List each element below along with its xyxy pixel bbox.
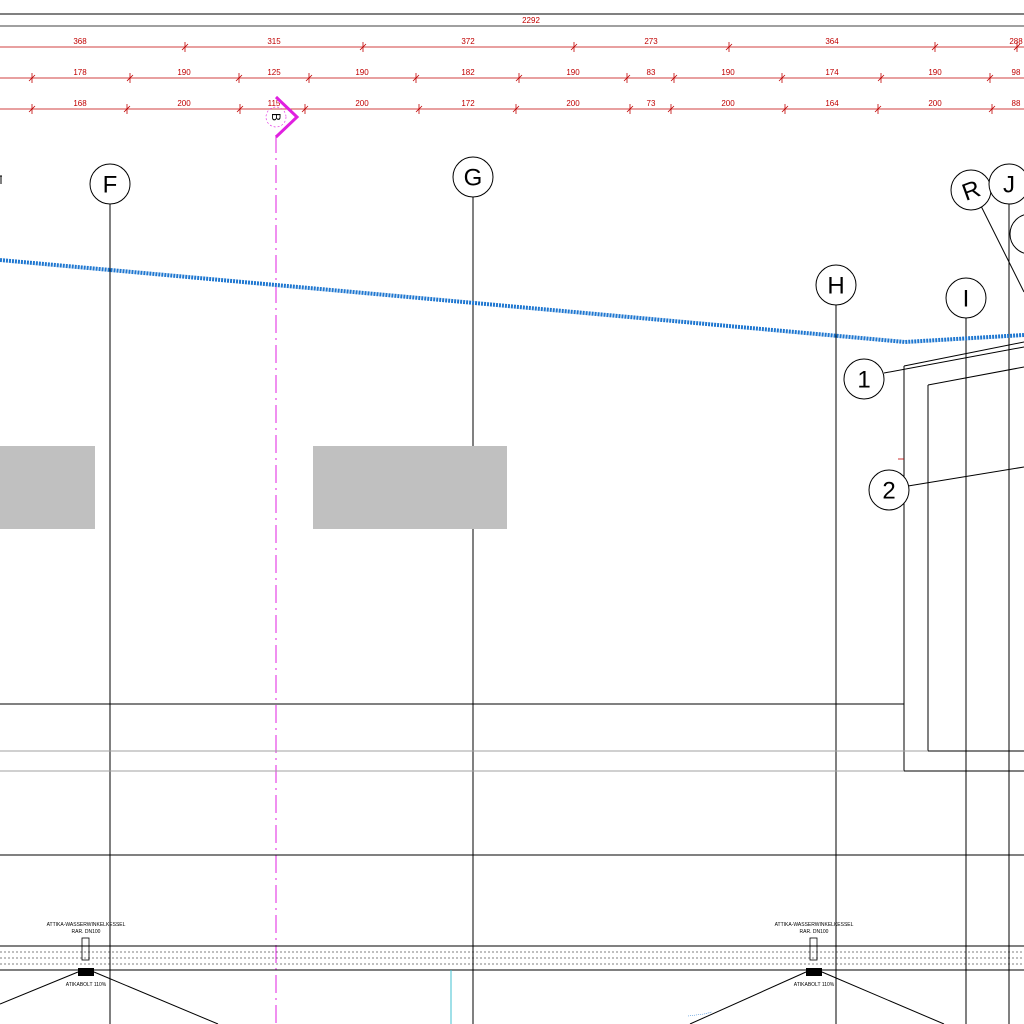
grid-label-H: H	[827, 273, 844, 300]
dim-r2-10: 98	[1012, 68, 1021, 77]
dimension-row-2: 178 190 125 190 182 190 83 190 174 190 9…	[0, 68, 1024, 83]
section-marker-arrow	[274, 95, 300, 139]
dim-r2-5: 190	[566, 68, 580, 77]
dim-r3-1: 200	[177, 99, 191, 108]
dim-r1-0: 368	[73, 37, 87, 46]
grid-marker-G: G	[452, 156, 494, 198]
dim-r1-5: 288	[1009, 37, 1023, 46]
opening-block-center	[313, 446, 507, 529]
callout-2-label: 2	[882, 478, 895, 505]
grid-marker-F: F	[89, 163, 131, 205]
section-marker-label: B	[269, 113, 283, 121]
horizontal-lines	[0, 703, 1024, 971]
grid-label-G: G	[464, 165, 483, 192]
dim-overall: 2292	[522, 16, 540, 25]
drain-left: ATTIKA-WASSERWINKELKESSEL RAR. DN100 ATI…	[0, 922, 219, 1024]
callout-2: 2	[868, 469, 910, 511]
opening-block-left	[0, 446, 95, 529]
drain-right-under: ATIKABOLT 110%	[794, 982, 835, 988]
dim-r3-2: 115	[268, 99, 281, 108]
dim-r2-4: 182	[461, 68, 475, 77]
callout-1: 1	[843, 358, 885, 400]
grid-marker-partial	[1009, 214, 1024, 254]
drain-left-under: ATIKABOLT 110%	[66, 982, 107, 988]
dim-r2-0: 178	[73, 68, 87, 77]
dim-r3-0: 168	[73, 99, 87, 108]
drain-right-sub: RAR. DN100	[800, 929, 829, 935]
small-annotation-mark	[687, 1011, 713, 1017]
section-marker-circle	[265, 106, 287, 128]
grid-lines	[109, 197, 1024, 1024]
drain-right: ATTIKA-WASSERWINKELKESSEL RAR. DN100 ATI…	[689, 922, 945, 1024]
dim-r3-4: 172	[461, 99, 475, 108]
dim-r2-9: 190	[928, 68, 942, 77]
dim-r3-6: 73	[647, 99, 656, 108]
dim-r1-2: 372	[461, 37, 475, 46]
right-structure	[883, 341, 1024, 772]
drain-left-title: ATTIKA-WASSERWINKELKESSEL	[47, 922, 126, 928]
dim-r2-1: 190	[177, 68, 191, 77]
slope-line	[0, 258, 1024, 345]
callout-1-label: 1	[857, 367, 870, 394]
dim-r1-1: 315	[267, 37, 281, 46]
grid-marker-H: H	[815, 264, 857, 306]
dim-r3-7: 200	[721, 99, 735, 108]
grid-marker-R: R	[950, 169, 992, 211]
drain-left-sub: RAR. DN100	[72, 929, 101, 935]
dim-r3-9: 200	[928, 99, 942, 108]
grid-marker-I: I	[945, 277, 987, 319]
grid-label-I: I	[963, 286, 970, 313]
dim-r3-3: 200	[355, 99, 369, 108]
dim-r1-3: 273	[644, 37, 658, 46]
dim-r2-7: 190	[721, 68, 735, 77]
dim-r3-10: 88	[1012, 99, 1021, 108]
dim-r2-8: 174	[825, 68, 839, 77]
dim-r3-8: 164	[825, 99, 839, 108]
dimension-row-1: 368 315 372 273 364 288	[0, 37, 1024, 52]
dim-r3-5: 200	[566, 99, 580, 108]
dim-r1-4: 364	[825, 37, 839, 46]
dimension-row-3: 168 200 115 200 172 200 73 200 164 200 8…	[0, 99, 1024, 114]
dim-r2-3: 190	[355, 68, 369, 77]
dim-r2-6: 83	[647, 68, 656, 77]
grid-label-F: F	[103, 172, 118, 199]
grid-label-J: J	[1003, 172, 1015, 199]
drain-right-title: ATTIKA-WASSERWINKELKESSEL	[775, 922, 854, 928]
dim-r2-2: 125	[267, 68, 281, 77]
grid-marker-J: J	[988, 163, 1024, 205]
